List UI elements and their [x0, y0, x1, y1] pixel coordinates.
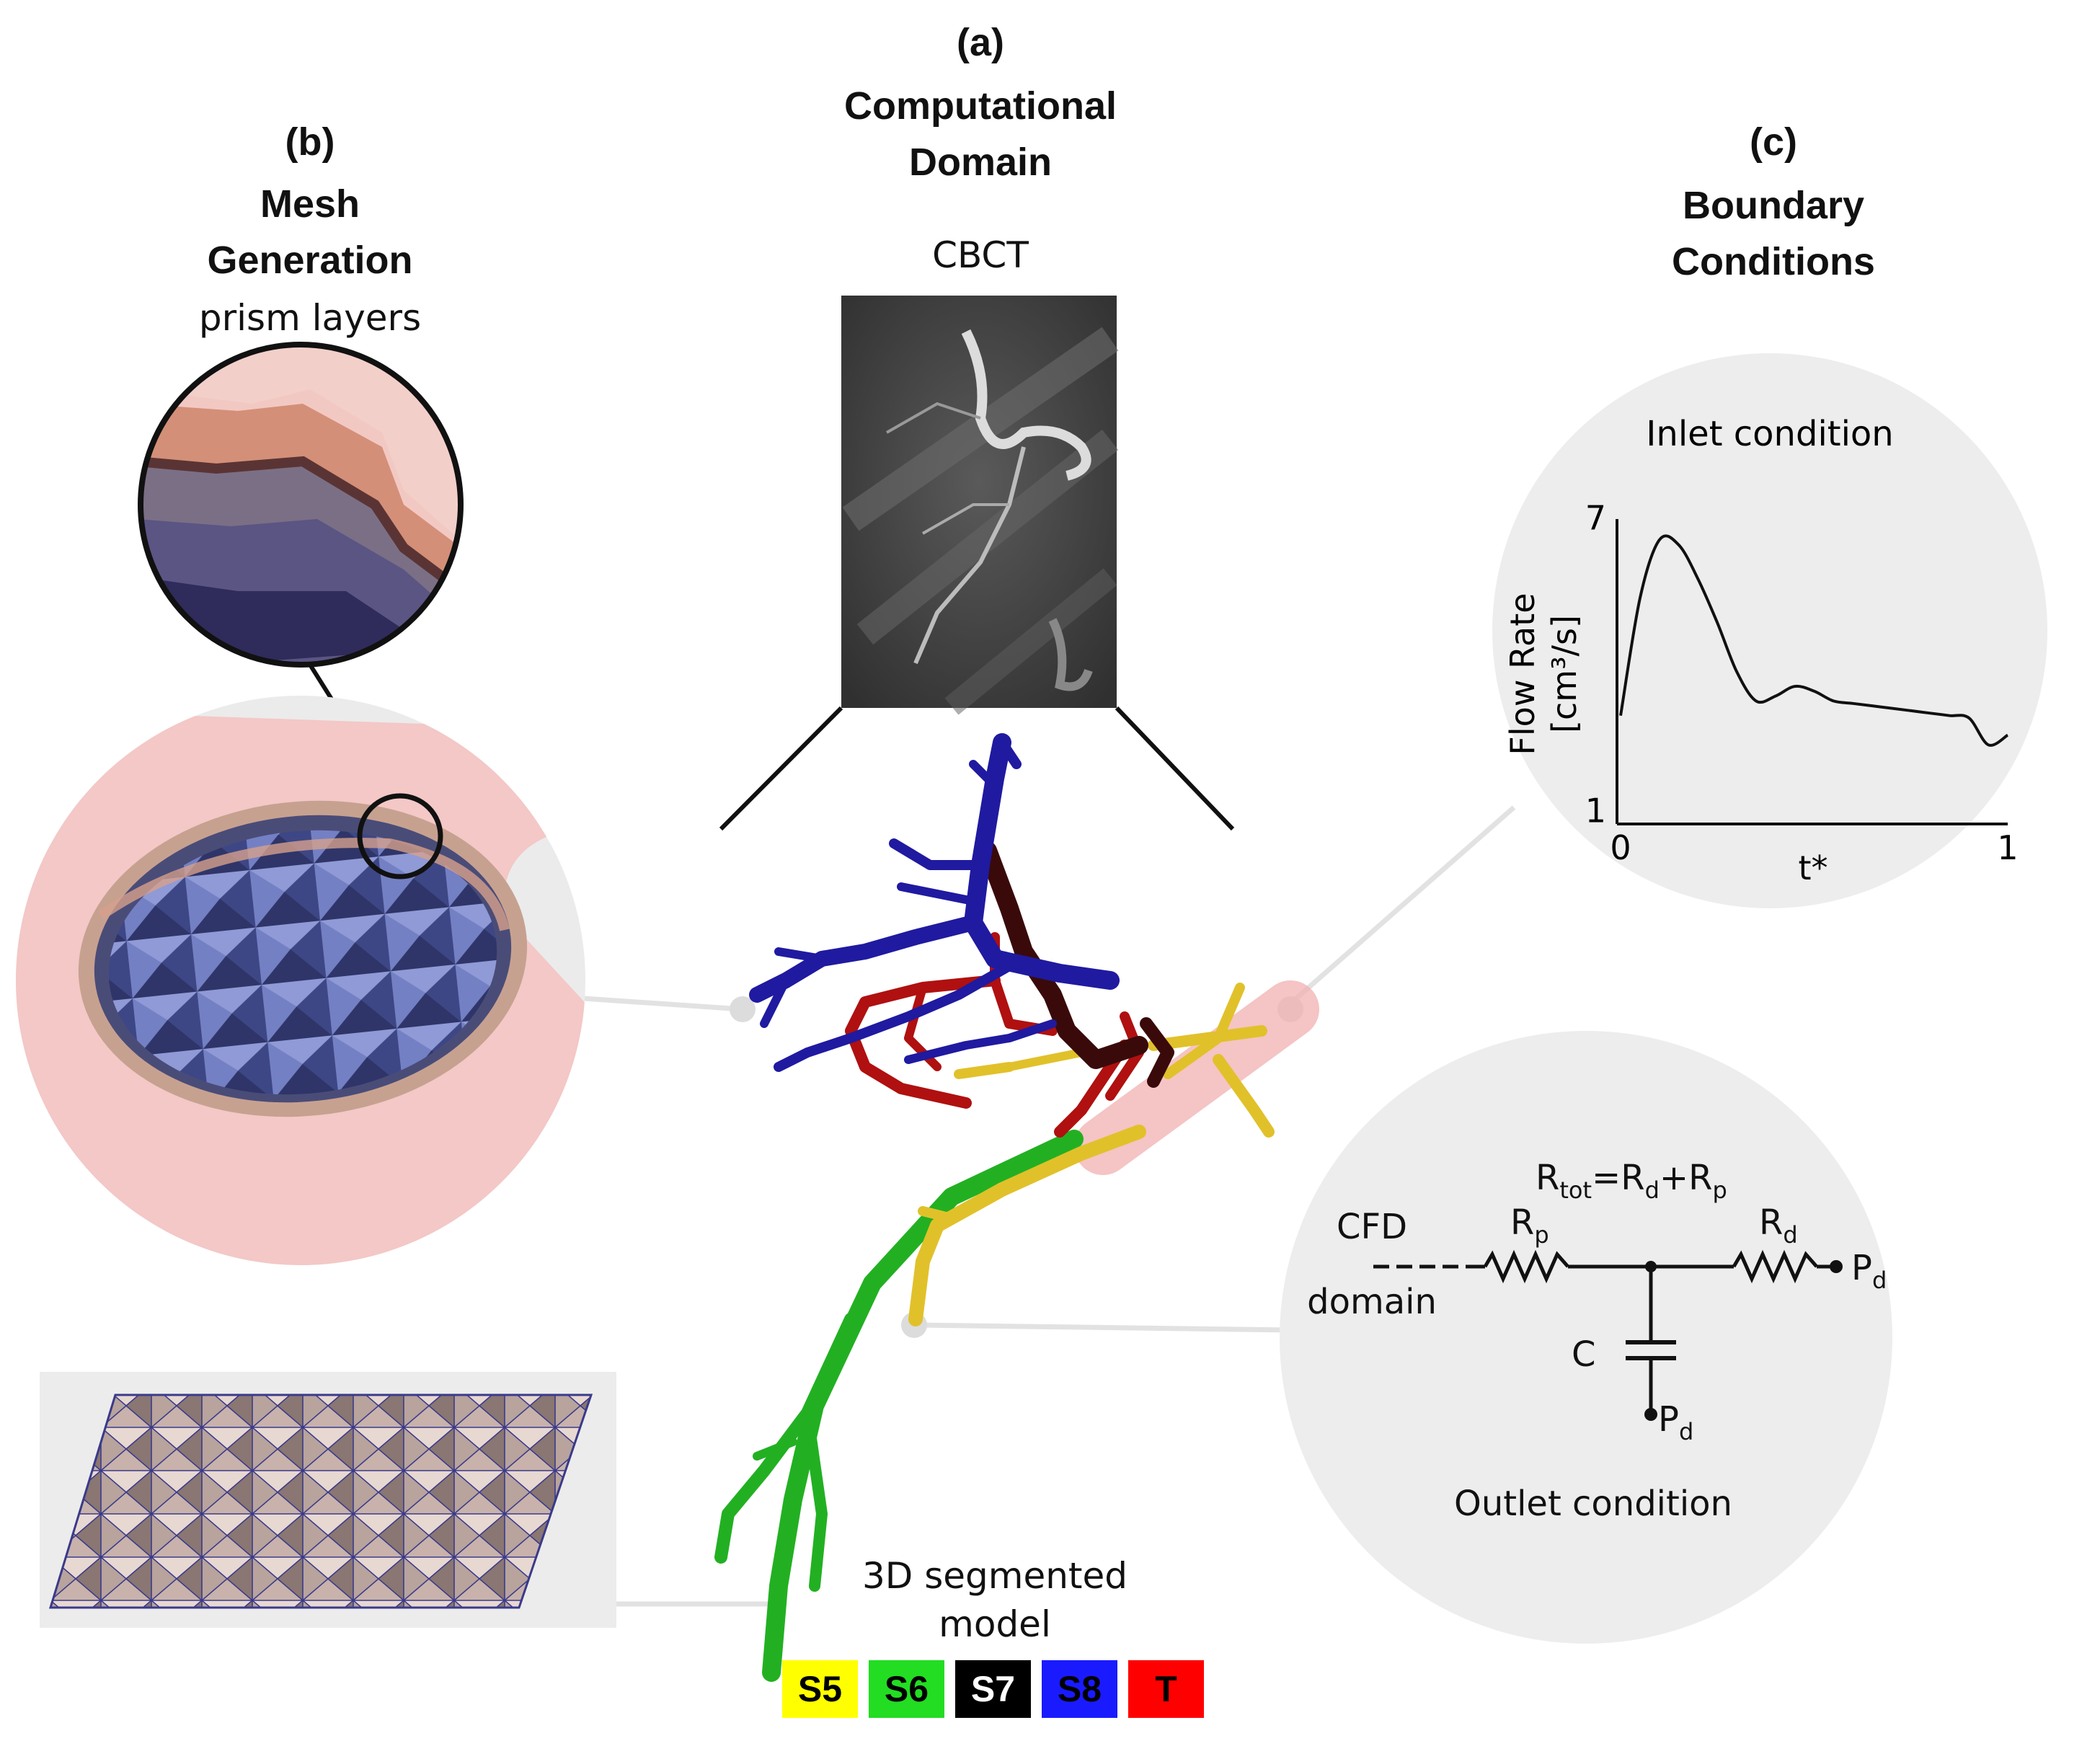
panel-b-title-line1: Mesh [260, 182, 360, 226]
panel-c-letter: (c) [1750, 120, 1797, 164]
segment-s8 [749, 733, 1120, 1072]
panel-b-letter: (b) [285, 120, 335, 164]
y-axis-unit: [cm³/s] [1545, 615, 1584, 733]
connector-lines [583, 805, 1516, 1607]
frustum-lines [719, 706, 1235, 831]
model-label-line1: 3D segmented [861, 1555, 1128, 1597]
inlet-title: Inlet condition [1646, 414, 1893, 454]
rp-label: Rp [1510, 1202, 1549, 1249]
cfd-label-line1: CFD [1337, 1207, 1407, 1247]
legend-s7: S7 [955, 1660, 1031, 1718]
cfd-label-line2: domain [1307, 1282, 1437, 1322]
surface-mesh-panel [40, 1372, 616, 1628]
capacitor-label: C [1572, 1334, 1596, 1375]
equation-label: Rtot=Rd+Rp [1536, 1158, 1727, 1204]
circuit-labels: Rtot=Rd+Rp CFD domain Rp Rd Pd Pd C Outl… [1307, 1158, 1887, 1524]
circuit-nodes [1644, 1260, 1843, 1421]
panel-a-title-line2: Domain [908, 141, 1053, 184]
x-axis-label: t* [1798, 848, 1827, 887]
legend-s5: S5 [782, 1660, 858, 1718]
legend-s8: S8 [1042, 1660, 1117, 1718]
pd-bottom-label: Pd [1658, 1399, 1693, 1445]
panel-c-title-line1: Boundary [1682, 184, 1865, 227]
model-label-line2: model [939, 1603, 1051, 1645]
segment-s5 [908, 983, 1275, 1326]
resistor-rp [1483, 1249, 1569, 1284]
outlet-circle [1280, 1031, 1892, 1644]
panel-a-title-line1: Computational [844, 84, 1117, 128]
prism-layers-label: prism layers [198, 297, 422, 339]
segment-s6 [714, 1130, 1084, 1682]
panel-b-title-line2: Generation [207, 239, 413, 282]
cbct-label: CBCT [932, 234, 1029, 276]
legend-t: T [1128, 1660, 1204, 1718]
segment-s7 [978, 841, 1174, 1088]
y-tick-label-1: 1 [1585, 792, 1606, 830]
x-tick-label-0: 0 [1610, 828, 1631, 867]
y-tick-label-7: 7 [1585, 499, 1606, 538]
pd-right-label: Pd [1851, 1248, 1887, 1294]
chart-series-line [1619, 534, 2009, 747]
prism-zoom-circle [138, 342, 464, 668]
mesh-cross-section-circle [16, 696, 585, 1265]
x-tick-label-1: 1 [1997, 828, 2018, 867]
inlet-chart: 7 1 0 1 t* Flow Rate [cm³/s] Inlet condi… [1503, 414, 2019, 887]
inlet-circle [1492, 353, 2047, 908]
panel-c-title-line2: Conditions [1672, 240, 1875, 283]
y-axis-label: Flow Rate [1503, 593, 1542, 755]
panel-a-letter: (a) [957, 21, 1004, 64]
outlet-title: Outlet condition [1454, 1484, 1732, 1524]
cbct-image [841, 296, 1119, 715]
legend-s6: S6 [869, 1660, 944, 1718]
rd-label: Rd [1759, 1202, 1798, 1249]
resistor-rd [1732, 1249, 1818, 1284]
vessel-model [714, 733, 1319, 1682]
